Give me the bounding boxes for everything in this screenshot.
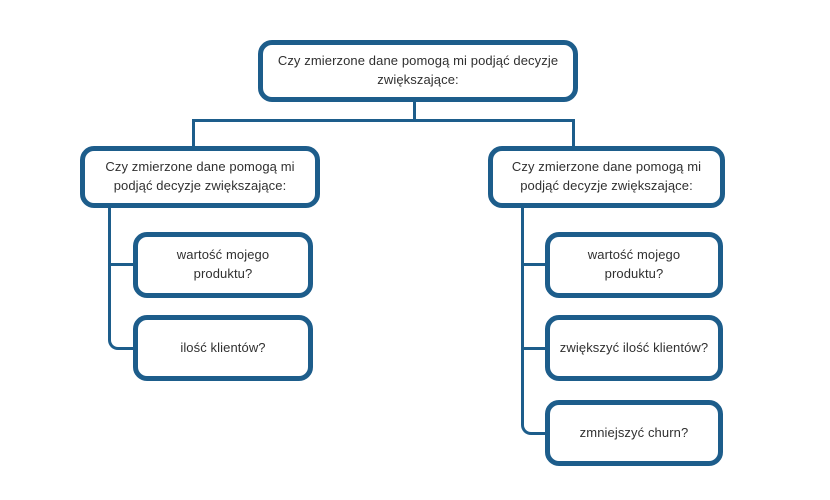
leaf-node-label: zmniejszyć churn? [579,424,689,440]
leaf-node-label: wartość mojego produktu? [587,247,681,281]
root-node: Czy zmierzone dane pomogą mi podjąć decy… [258,40,578,102]
leaf-node-label: zwiększyć ilość klientów? [559,339,709,355]
connector-right-leaf-stub-2 [521,347,545,350]
leaf-node-client-count: ilość klientów? [133,315,313,381]
leaf-node-label: ilość klientów? [180,339,266,355]
root-node-label: Czy zmierzone dane pomogą mi podjąć decy… [277,53,559,87]
leaf-node-label: wartość mojego produktu? [176,247,270,281]
connector-right-elbow [521,207,545,435]
connector-horizontal-bar [192,119,575,122]
connector-root-stem [413,102,416,121]
branch-node-right-label: Czy zmierzone dane pomogą mi podjąć decy… [511,159,702,193]
leaf-node-product-value-right: wartość mojego produktu? [545,232,723,298]
branch-node-left: Czy zmierzone dane pomogą mi podjąć decy… [80,146,320,208]
connector-left-elbow [108,207,133,350]
leaf-node-product-value-left: wartość mojego produktu? [133,232,313,298]
connector-left-branch-drop [192,119,195,148]
connector-right-branch-drop [572,119,575,148]
leaf-node-increase-clients: zwiększyć ilość klientów? [545,315,723,381]
branch-node-left-label: Czy zmierzone dane pomogą mi podjąć decy… [105,159,295,193]
connector-right-leaf-stub-1 [521,263,545,266]
branch-node-right: Czy zmierzone dane pomogą mi podjąć decy… [488,146,725,208]
leaf-node-reduce-churn: zmniejszyć churn? [545,400,723,466]
connector-left-leaf-stub-1 [108,263,133,266]
